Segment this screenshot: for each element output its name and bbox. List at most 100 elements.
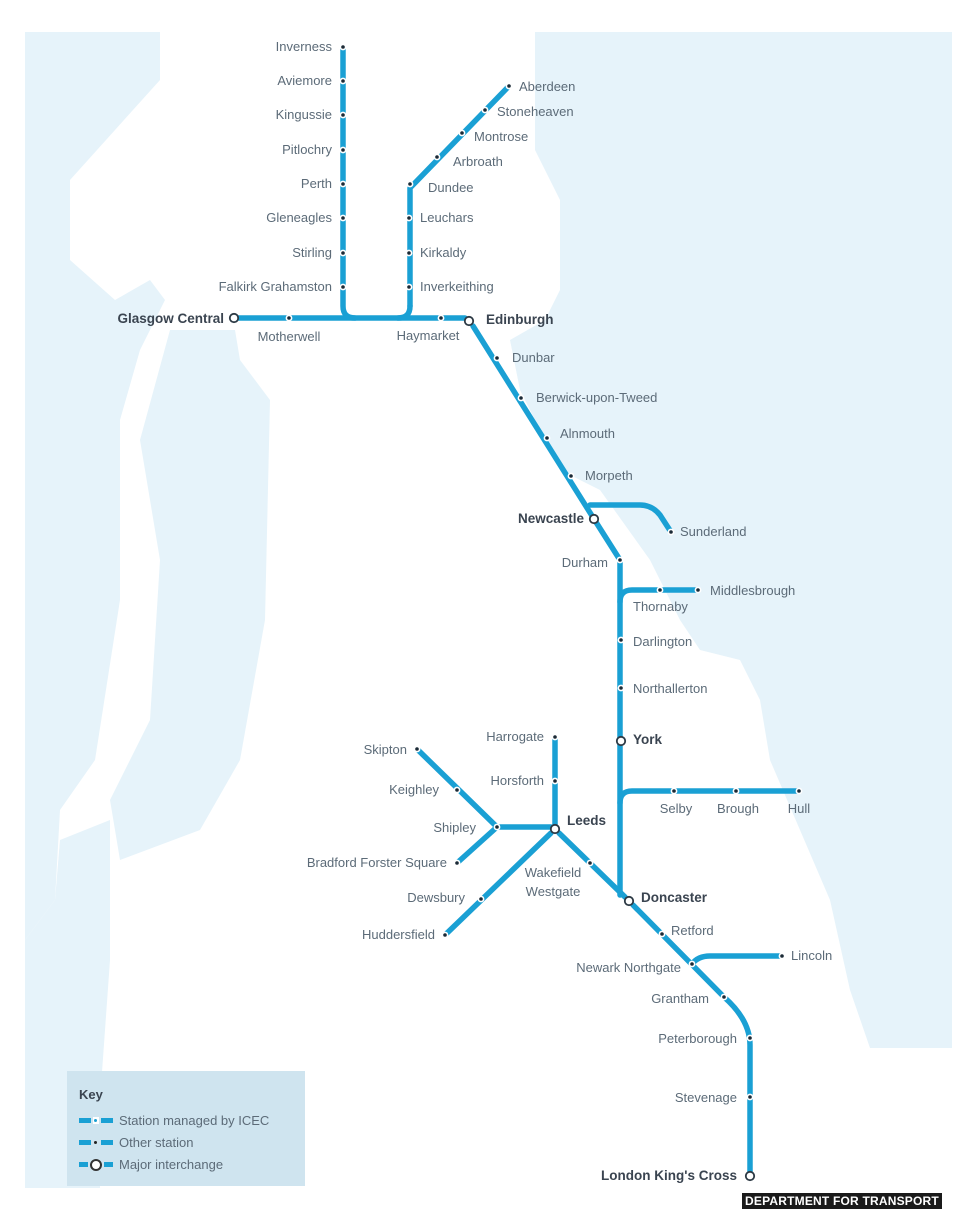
station-label: Doncaster (641, 890, 708, 905)
station-label: Stoneheaven (497, 104, 574, 119)
station-dot-icon (443, 933, 447, 937)
station-label: Thornaby (633, 599, 688, 614)
station-label: Dundee (428, 180, 474, 195)
station-dot-icon (669, 530, 673, 534)
station-dot-icon (341, 45, 345, 49)
station-label: Glasgow Central (117, 311, 224, 326)
key-item-interchange: Major interchange (79, 1155, 223, 1173)
station-label: Inverness (276, 39, 333, 54)
station-dot-icon (341, 148, 345, 152)
key-item-managed: Station managed by ICEC (79, 1111, 269, 1129)
station-label: Hull (788, 801, 811, 816)
station-dot-icon (797, 789, 801, 793)
key-label: Major interchange (119, 1156, 224, 1172)
interchange-ring-icon (228, 312, 240, 324)
station-label: Dewsbury (407, 890, 465, 905)
station-label: Kingussie (276, 107, 332, 122)
station-label: Leuchars (420, 210, 474, 225)
station-label: Wakefield (525, 865, 582, 880)
station-label: Kirkaldy (420, 245, 467, 260)
station-label: Gleneagles (266, 210, 332, 225)
station-label: York (633, 732, 663, 747)
station-dot-icon (341, 251, 345, 255)
station-label: Haymarket (397, 328, 460, 343)
station-dot-icon (658, 588, 662, 592)
station-dot-icon (553, 779, 557, 783)
station-dot-icon (660, 932, 664, 936)
station-dot-icon (618, 558, 622, 562)
station-label: Shipley (433, 820, 476, 835)
station-label: Arbroath (453, 154, 503, 169)
station-dot-icon (287, 316, 291, 320)
station-label: London King's Cross (601, 1168, 737, 1183)
station-dot-icon (553, 735, 557, 739)
station-label: Skipton (364, 742, 407, 757)
station-label: Stirling (292, 245, 332, 260)
station-label: Darlington (633, 634, 692, 649)
key-label: Station managed by ICEC (119, 1112, 270, 1128)
station-dot-icon (619, 638, 623, 642)
station-dot-icon (407, 285, 411, 289)
station-dot-icon (415, 747, 419, 751)
station-dot-icon (619, 686, 623, 690)
station-label: Newcastle (518, 511, 585, 526)
managed-station-swatch-icon (79, 1116, 113, 1124)
station-dot-icon (672, 789, 676, 793)
station-label: Retford (671, 923, 714, 938)
station-dot-icon (341, 182, 345, 186)
interchange-ring-icon (549, 823, 561, 835)
station-dot-icon (408, 182, 412, 186)
station-dot-icon (479, 897, 483, 901)
station-dot-icon (439, 316, 443, 320)
interchange-ring-icon (615, 735, 627, 747)
station-label: Bradford Forster Square (307, 855, 447, 870)
key-title: Key (79, 1087, 103, 1102)
station-label: Morpeth (585, 468, 633, 483)
other-station-swatch-icon (79, 1138, 113, 1146)
station-label: Selby (660, 801, 693, 816)
station-dot-icon (545, 436, 549, 440)
station-label: Lincoln (791, 948, 832, 963)
station-dot-icon (495, 825, 499, 829)
station-label: Westgate (526, 884, 581, 899)
station-label: Perth (301, 176, 332, 191)
station-dot-icon (341, 113, 345, 117)
station-dot-icon (780, 954, 784, 958)
station-label: Brough (717, 801, 759, 816)
station-dot-icon (341, 79, 345, 83)
station-label: Montrose (474, 129, 528, 144)
station-label: Peterborough (658, 1031, 737, 1046)
interchange-ring-icon (588, 513, 600, 525)
station-dot-icon (519, 396, 523, 400)
station-dot-icon (495, 356, 499, 360)
station-label: Northallerton (633, 681, 707, 696)
station-label: Grantham (651, 991, 709, 1006)
station-label: Edinburgh (486, 312, 554, 327)
station-label: Aberdeen (519, 79, 575, 94)
station-dot-icon (588, 861, 592, 865)
station-label: Sunderland (680, 524, 747, 539)
station-label: Berwick-upon-Tweed (536, 390, 657, 405)
station-dot-icon (690, 962, 694, 966)
station-dot-icon (341, 216, 345, 220)
station-label: Aviemore (277, 73, 332, 88)
map-key: Key Station managed by ICEC Other statio… (67, 1071, 305, 1186)
station-label: Keighley (389, 782, 439, 797)
station-dot-icon (748, 1036, 752, 1040)
station-label: Alnmouth (560, 426, 615, 441)
station-label: Harrogate (486, 729, 544, 744)
station-dot-icon (696, 588, 700, 592)
station-labels: InvernessAviemoreKingussiePitlochryPerth… (117, 39, 832, 1183)
key-item-other: Other station (79, 1133, 193, 1151)
station-label: Horsforth (491, 773, 544, 788)
station-dot-icon (407, 251, 411, 255)
station-dot-icon (507, 84, 511, 88)
station-dot-icon (734, 789, 738, 793)
station-label: Durham (562, 555, 608, 570)
station-dot-icon (341, 285, 345, 289)
station-label: Middlesbrough (710, 583, 795, 598)
station-dot-icon (722, 995, 726, 999)
station-label: Dunbar (512, 350, 555, 365)
station-label: Motherwell (258, 329, 321, 344)
